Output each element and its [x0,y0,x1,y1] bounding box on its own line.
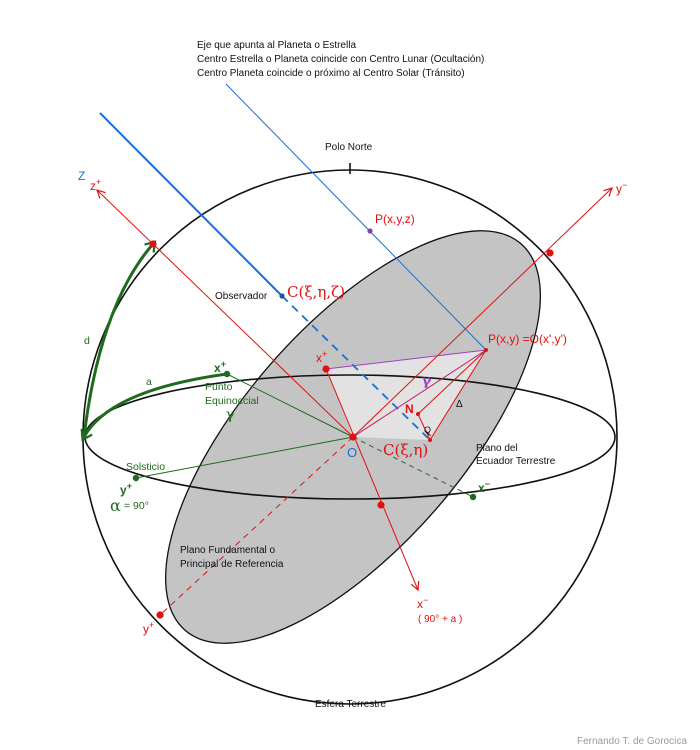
header-line-1: Eje que apunta al Planeta o Estrella [197,40,356,51]
x-plus-point [322,365,330,373]
solsticio-label: Solsticio [126,461,165,473]
observer-point [279,293,285,299]
p-xyz-point [367,228,373,234]
n-label: N [405,402,414,416]
plano-fundamental-line-2: Principal de Referencia [180,559,284,570]
origin-point [349,433,357,441]
a-label: a [146,376,152,388]
gamma-green-label: γ [226,407,234,423]
x-minus-green-point [469,493,477,501]
gamma-line [325,349,487,370]
observer-ray-dashed [281,295,431,441]
p-xyz-label: P(x,y,z) [375,212,415,226]
arc-d [82,240,157,438]
delta-label: Δ [456,399,463,410]
ninety-plus-a-label: ( 90° + a ) [418,614,462,625]
planet-axis-ray [225,83,487,351]
gamma-line-2 [352,349,487,438]
gamma-purple-label: γ [422,373,432,389]
x-minus-point [377,501,385,509]
z-intersection-point [149,240,157,248]
n-to-p-line [417,349,487,415]
y-minus-intersection-point [546,249,554,257]
equinox-point [223,370,231,378]
d-label: d [84,335,90,347]
z-axis [97,190,354,438]
plano-ecuador-line-1: Plano del [476,443,518,454]
y-plus-red-label: y+ [143,620,154,636]
y-plus-green-label: y+ [120,481,132,497]
observer-ray [99,112,283,297]
x-minus-green-label: x− [478,479,490,495]
x-plus-equinox-line [226,373,354,438]
p-xy-point [484,348,488,352]
x-axis [325,368,418,590]
solstice-point [132,474,140,482]
credit-label: Fernando T. de Gorocica [577,736,687,747]
origin-label: O [347,445,357,460]
esfera-label: Esfera Terrestre [315,699,386,710]
x-plus-green-label: x+ [214,359,226,375]
fundamental-plane-light-region [326,350,486,440]
z-plus-label: z+ [90,177,101,193]
z-axis-label: Z [78,169,85,183]
punto-equinoccial-line-1: Punto [205,381,233,393]
c-xi-eta-zeta-label: C(ξ,η,ζ) [287,283,345,301]
header-line-2: Centro Estrella o Planeta coincide con C… [197,54,484,65]
n-point [416,412,420,416]
x-minus-green-line [352,436,474,498]
observador-label: Observador [215,291,268,302]
x-plus-red-label: x+ [316,349,327,365]
y-minus-label: y− [616,180,627,196]
header-line-3: Centro Planeta coincide o próximo al Cen… [197,68,465,79]
q-label: Q [424,425,431,435]
alpha-label: α [110,496,121,515]
n-to-q-line [417,413,431,441]
solstice-line [135,436,354,479]
x-minus-red-label: x− [417,595,428,611]
right-angle-mark [424,429,432,437]
y-minus-axis [352,188,612,438]
arc-a [80,372,228,442]
p-xy-label: P(x,y) =O(x',y') [488,332,567,346]
y-plus-point [156,611,164,619]
c-xi-eta-label: C(ξ,η) [383,441,428,459]
alpha-value-label: = 90° [124,500,149,512]
q-point [428,438,432,442]
punto-equinoccial-line-2: Equinoccial [205,395,259,407]
plano-fundamental-line-1: Plano Fundamental o [180,545,276,556]
c-to-p-line [429,349,487,441]
polo-norte-label: Polo Norte [325,142,373,153]
plano-ecuador-line-2: Ecuador Terrestre [476,456,556,467]
